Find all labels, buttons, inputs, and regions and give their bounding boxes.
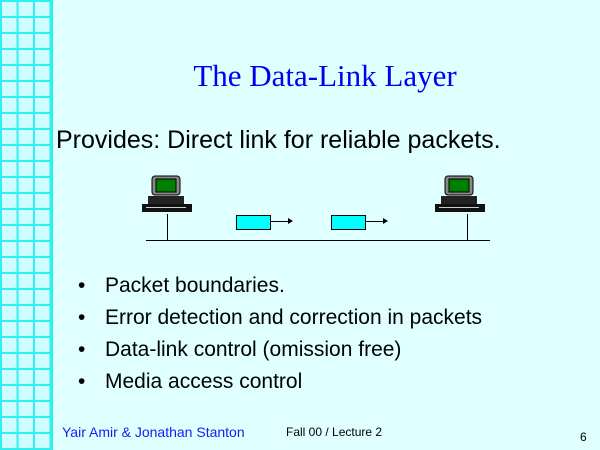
arrow-icon-2 (366, 218, 388, 224)
bullet-text: Error detection and correction in packet… (105, 306, 483, 329)
bullet-list: • Packet boundaries. • Error detection and… (78, 274, 482, 402)
bullet-item: • Data-link control (omission free) (78, 338, 482, 370)
link-drop-left (167, 214, 168, 240)
footer-course: Fall 00 / Lecture 2 (286, 425, 383, 439)
bullet-text: Media access control (105, 370, 303, 393)
bullet-text: Data-link control (omission free) (105, 338, 402, 361)
bullet-text: Packet boundaries. (105, 274, 285, 297)
arrow-icon-1 (271, 218, 293, 224)
network-link-line (146, 240, 490, 241)
bullet-dot: • (78, 338, 86, 361)
bullet-item: • Error detection and correction in packe… (78, 306, 482, 338)
computer-icon-left (142, 175, 192, 212)
decorative-grid (0, 0, 53, 450)
packet-1 (236, 215, 271, 230)
bullet-dot: • (78, 274, 86, 297)
bullet-dot: • (78, 306, 86, 329)
computer-icon-right (435, 175, 485, 212)
footer-author: Yair Amir & Jonathan Stanton (62, 424, 245, 440)
slide-subtitle: Provides: Direct link for reliable packe… (56, 126, 501, 154)
bullet-dot: • (78, 370, 86, 393)
slide-title: The Data-Link Layer (193, 58, 457, 93)
bullet-item: • Packet boundaries. (78, 274, 482, 306)
page-number: 6 (580, 430, 587, 444)
packet-2 (331, 215, 366, 230)
bullet-item: • Media access control (78, 370, 482, 402)
link-drop-right (467, 214, 468, 240)
